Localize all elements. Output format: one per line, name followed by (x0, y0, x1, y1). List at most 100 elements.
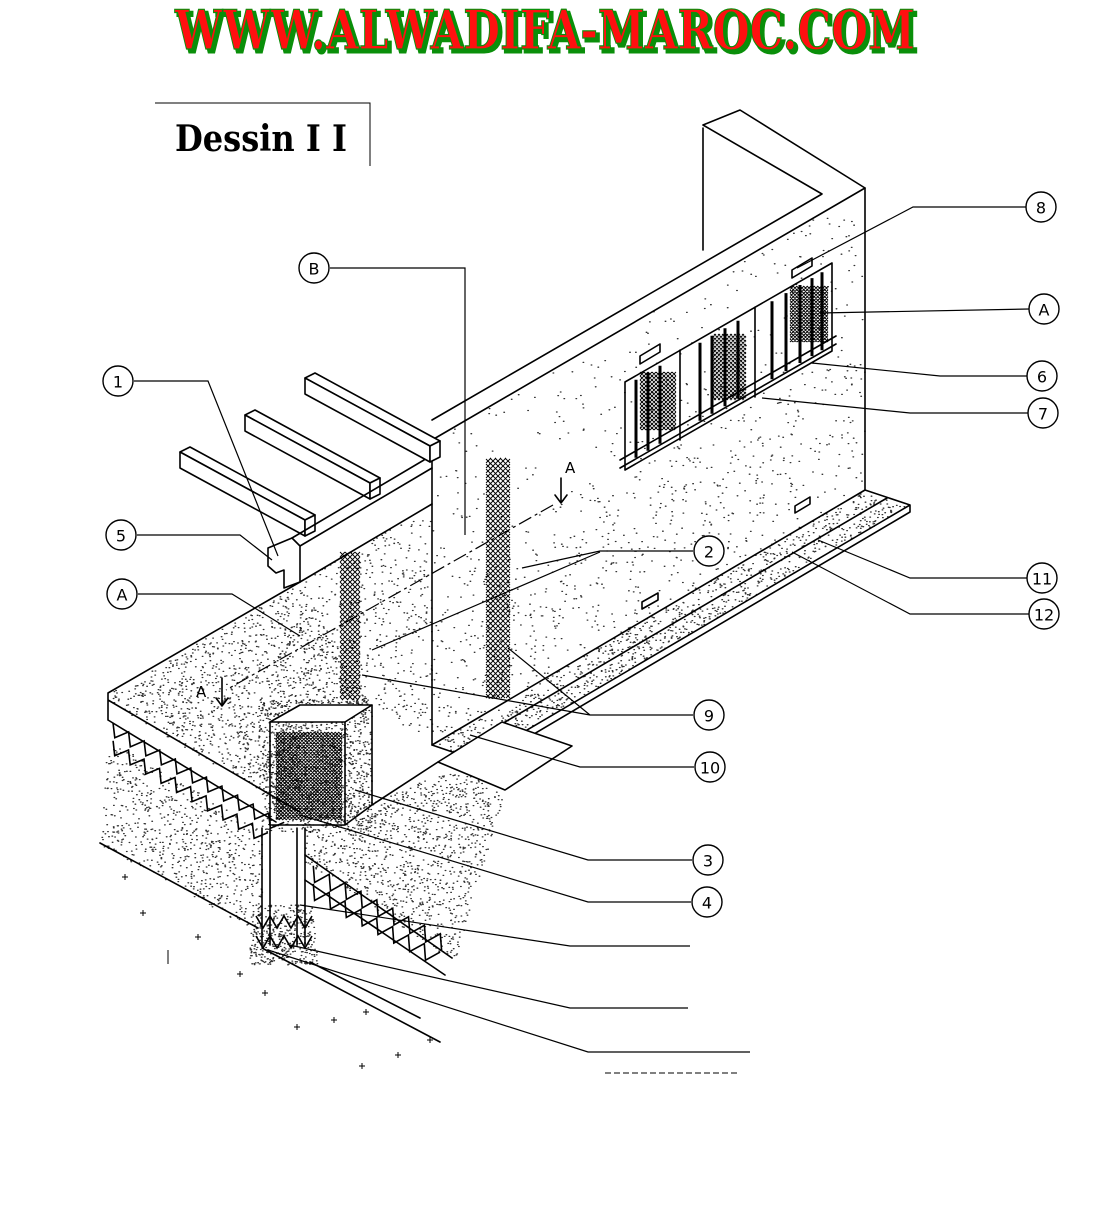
chainage-column-right (485, 457, 511, 699)
footing-layer-row-1 (255, 914, 313, 930)
leader-line-bottom-1 (299, 904, 690, 947)
callout-circle-10 (694, 751, 726, 783)
footing-layer-row-2 (255, 934, 313, 950)
callout-6: 6 (811, 360, 1058, 392)
callout-label-7: 7 (1038, 405, 1048, 424)
stipple-shading (101, 217, 906, 966)
callout-3: 3 (354, 789, 724, 876)
hardcore-layer-row-2 (112, 740, 269, 840)
leader-line-bottom-3 (267, 949, 750, 1053)
leader-line-7 (761, 397, 1028, 414)
leader-line-11 (817, 539, 1027, 579)
callout-circle-2 (693, 535, 725, 567)
beam-end-profile (267, 537, 301, 589)
callout-label-a-right: A (1039, 301, 1050, 320)
callout-12: 12 (791, 551, 1060, 630)
threshold-plate (437, 721, 573, 791)
callout-a-right: A (819, 293, 1060, 325)
joist-1-side (179, 451, 306, 537)
window-grille-right (789, 285, 829, 343)
callout-label-3: 3 (703, 852, 713, 871)
vent-opening-upper-right (791, 257, 813, 279)
chainage-column-left (339, 551, 361, 701)
building-drawing: A A (99, 109, 911, 1043)
vent-opening-lower-left (641, 592, 659, 610)
callout-circle-1 (102, 365, 134, 397)
callout-label-10: 10 (700, 759, 720, 778)
hatching (112, 285, 829, 1069)
callout-4: 4 (299, 814, 723, 918)
callout-circle-b (298, 252, 330, 284)
soil-cross-symbols (122, 874, 433, 1069)
callout-2: 2 (371, 535, 725, 651)
roof-slab-outline (431, 109, 866, 441)
joist-1 (179, 446, 316, 537)
foundation-block-top (269, 704, 373, 723)
callout-label-4: 4 (702, 894, 712, 913)
callout-label-8: 8 (1036, 199, 1046, 218)
title-frame (155, 102, 371, 166)
callout-a-left: A (106, 578, 301, 637)
callouts: 8 B A 1 6 7 5 (102, 191, 1060, 918)
callout-circle-8 (1025, 191, 1057, 223)
callout-9: 9 (361, 647, 725, 731)
leader-line-6 (811, 362, 1027, 377)
section-arrow-upper (554, 477, 568, 504)
callout-label-11: 11 (1032, 570, 1052, 589)
leader-line-a-left (138, 593, 301, 637)
joist-3-end (429, 440, 441, 463)
side-wall-shading (299, 520, 434, 733)
leader-line-bottom-2 (289, 944, 688, 1009)
callout-1: 1 (102, 365, 279, 557)
callout-label-1: 1 (113, 373, 123, 392)
site-url: WWW.ALWADIFA-MAROC.COM (174, 0, 915, 62)
callout-10: 10 (469, 734, 726, 783)
section-mark-upper: A (565, 459, 576, 477)
drawing-title: Dessin I I (175, 118, 347, 160)
callout-circle-3 (692, 844, 724, 876)
section-mark-lower: A (196, 683, 207, 701)
foundation-column (261, 827, 306, 946)
leader-line-3 (354, 789, 692, 861)
callout-circle-a-left (106, 578, 138, 610)
vent-opening-upper-left (639, 343, 661, 365)
hardcore-layer-row-1 (112, 722, 285, 830)
edge-beam (291, 459, 433, 583)
callout-circle-5 (105, 519, 137, 551)
callout-circle-12 (1028, 598, 1060, 630)
callout-circle-11 (1026, 562, 1058, 594)
site-url-shadow: WWW.ALWADIFA-MAROC.COM (177, 1, 918, 65)
backfill-layer-row-1 (312, 865, 443, 951)
window-grille-middle (711, 333, 747, 401)
wall-shading-upper (432, 217, 864, 577)
joist-3-top (304, 372, 441, 447)
leader-line-4 (299, 814, 691, 903)
callout-label-12: 12 (1034, 606, 1054, 625)
callout-5: 5 (105, 519, 273, 561)
backfill-layer-row-2 (312, 883, 441, 962)
callout-label-2: 2 (704, 543, 714, 562)
leader-line-8 (796, 206, 1026, 269)
leader-line-a-right (819, 308, 1030, 314)
callout-label-b: B (309, 260, 320, 279)
callout-circle-a-right (1028, 293, 1060, 325)
callout-b: B (298, 252, 466, 535)
ground-lines (99, 761, 453, 1043)
subsoil-shading-left (101, 748, 264, 931)
leader-line-b (330, 267, 466, 535)
leader-line-9 (361, 647, 693, 716)
callout-label-9: 9 (704, 707, 714, 726)
callout-label-5: 5 (116, 527, 126, 546)
leader-line-5 (137, 534, 273, 561)
callout-7: 7 (761, 397, 1059, 429)
joist-3 (304, 372, 441, 463)
leader-line-12 (791, 551, 1029, 615)
foundation-block-hatch (275, 731, 343, 821)
callout-label-a-left: A (117, 586, 128, 605)
unlabeled-leaders (267, 904, 750, 1074)
leader-line-2 (371, 550, 693, 651)
callout-circle-6 (1026, 360, 1058, 392)
leader-line-10 (469, 734, 694, 768)
subsoil-shading-right (304, 762, 503, 959)
